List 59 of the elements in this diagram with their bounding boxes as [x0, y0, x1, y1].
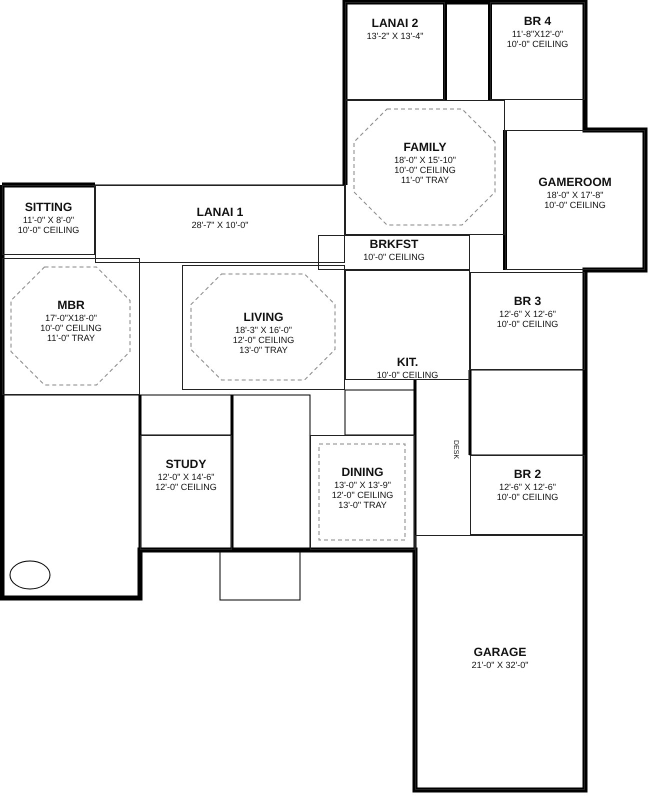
room-name: BR 4 — [524, 15, 552, 29]
tray-height: 11'-0" TRAY — [401, 175, 449, 186]
room-name: SITTING — [24, 201, 72, 215]
room-area — [415, 535, 585, 790]
room-area — [345, 270, 470, 380]
room-name: LANAI 1 — [196, 206, 244, 220]
tray-height: 11'-0" TRAY — [47, 333, 95, 344]
ceiling-height: 10'-0" CEILING — [506, 39, 568, 50]
room-name: KIT. — [396, 356, 418, 370]
room-name: BR 3 — [514, 295, 542, 309]
room-name: BR 2 — [514, 468, 542, 482]
room-dimensions: 10'-0" CEILING — [363, 252, 425, 262]
room-dimensions: 10'-0" CEILING — [376, 370, 438, 380]
room-area — [345, 2, 445, 100]
ceiling-height: 10'-0" CEILING — [544, 200, 606, 210]
room-dimensions: 18'-0" X 17'-8" — [546, 190, 604, 200]
room-area — [2, 258, 140, 395]
room-name: FAMILY — [404, 141, 446, 155]
tray-height: 13'-0" TRAY — [239, 345, 288, 356]
ceiling-height: 10'-0" CEILING — [496, 492, 558, 502]
room-dimensions: 12'-6" X 12'-6" — [499, 308, 556, 320]
room-name: BRKFST — [370, 238, 418, 252]
room-name: DINING — [342, 466, 384, 480]
room-dimensions: 12'-0" X 14'-6" — [158, 472, 214, 482]
room-area — [2, 185, 95, 255]
room-area — [505, 130, 645, 270]
room-dimensions: 28'-7" X 10'-0" — [192, 220, 248, 230]
room-area — [95, 185, 345, 263]
room-name: LIVING — [243, 311, 284, 325]
room-area — [310, 435, 415, 550]
ceiling-height: 12'-0" CEILING — [332, 490, 394, 500]
room-dimensions: 13'-2" X 13'-4" — [366, 30, 424, 42]
room-area — [182, 265, 345, 390]
ceiling-height: 10'-0" CEILING — [496, 319, 558, 330]
room-area — [140, 435, 232, 550]
room-dimensions: 18'-0" X 15'-10" — [394, 154, 456, 166]
room-dimensions: 11'-0" X 8'-0" — [22, 214, 74, 226]
room-dimensions: 12'-6" X 12'-6" — [499, 482, 556, 492]
room-name: MBR — [57, 299, 85, 313]
ceiling-height: 10'-0" CEILING — [40, 323, 102, 334]
tray-height: 13'-0" TRAY — [338, 500, 387, 511]
room-area — [490, 2, 585, 100]
ceiling-height: 10'-0" CEILING — [394, 165, 456, 176]
room-dimensions: 11'-8"X12'-0" — [512, 28, 564, 40]
ceiling-height: 10'-0" CEILING — [18, 225, 80, 236]
room-name: GAMEROOM — [538, 176, 612, 190]
room-name: STUDY — [166, 458, 206, 472]
ceiling-height: 12'-0" CEILING — [155, 482, 217, 492]
room-dimensions: 13'-0" X 13'-9" — [334, 480, 391, 490]
room-name: GARAGE — [474, 646, 526, 660]
room-dimensions: 18'-3" X 16'-0" — [235, 324, 292, 336]
ceiling-height: 12'-0" CEILING — [232, 335, 294, 346]
room-area — [345, 100, 505, 235]
room-dimensions: 21'-0" X 32'-0" — [472, 660, 528, 670]
room-area — [470, 455, 585, 535]
room-dimensions: 17'-0"X18'-0" — [45, 312, 97, 324]
room-name: LANAI 2 — [372, 17, 418, 31]
room-area — [318, 235, 470, 270]
room-area — [470, 272, 585, 370]
